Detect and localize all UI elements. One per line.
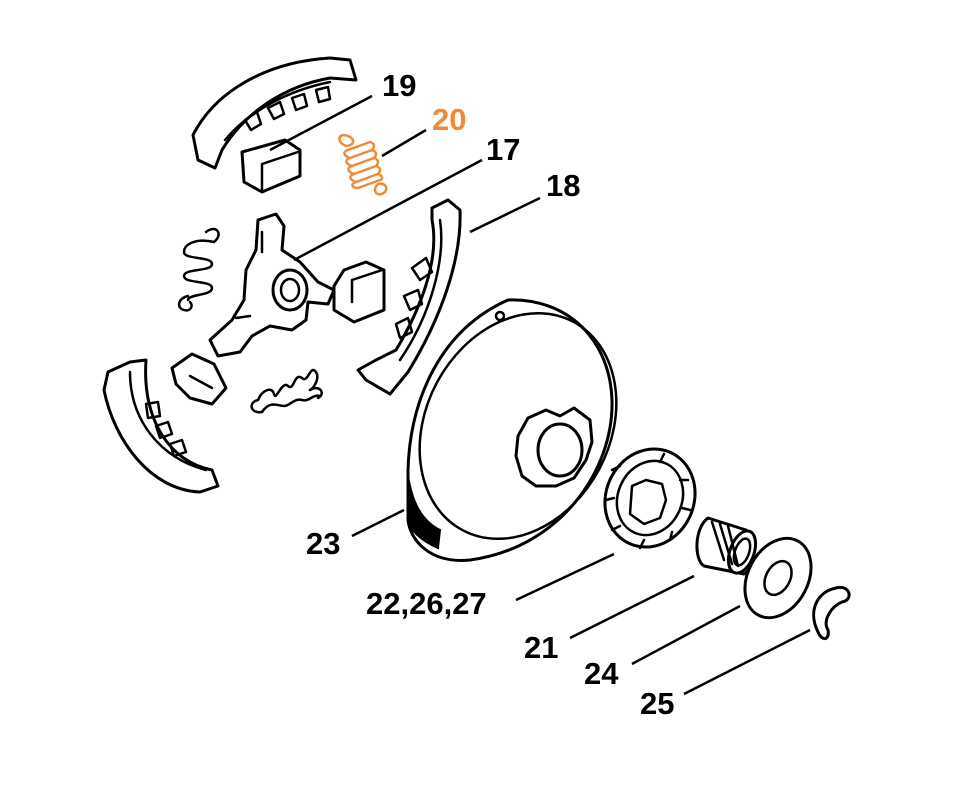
leader-20 [381, 128, 427, 158]
label-24: 24 [584, 656, 619, 691]
clutch-shoe-upper[interactable] [191, 56, 358, 170]
clutch-shoe-right[interactable] [356, 198, 462, 396]
clutch-drum[interactable] [381, 279, 654, 574]
leader-19 [269, 94, 373, 152]
leader-22 [515, 552, 615, 602]
label-22-26-27: 22,26,27 [366, 586, 487, 621]
leader-25 [683, 628, 811, 696]
spring-left-upper[interactable] [177, 227, 220, 312]
label-20: 20 [432, 102, 466, 137]
clutch-hub[interactable] [208, 212, 336, 358]
clutch-shoe-lower[interactable] [102, 358, 220, 494]
leader-23 [351, 508, 405, 538]
shoe-insert-upper[interactable] [240, 138, 302, 194]
e-clip[interactable] [812, 585, 851, 640]
leader-21 [569, 574, 695, 640]
needle-bearing[interactable] [695, 516, 761, 577]
washer[interactable] [732, 527, 824, 629]
label-25: 25 [640, 686, 674, 721]
leader-17 [293, 158, 483, 262]
label-17: 17 [486, 132, 520, 167]
leader-18 [469, 196, 541, 234]
clutch-spring-highlighted[interactable] [338, 133, 388, 196]
leader-24 [631, 604, 741, 666]
label-23: 23 [306, 526, 340, 561]
spring-left-lower[interactable] [250, 368, 323, 414]
label-21: 21 [524, 630, 558, 665]
label-19: 19 [382, 68, 416, 103]
shoe-insert-lower[interactable] [170, 352, 228, 406]
shoe-insert-right[interactable] [332, 260, 386, 324]
label-18: 18 [546, 168, 580, 203]
sprocket-ring[interactable] [589, 434, 710, 561]
